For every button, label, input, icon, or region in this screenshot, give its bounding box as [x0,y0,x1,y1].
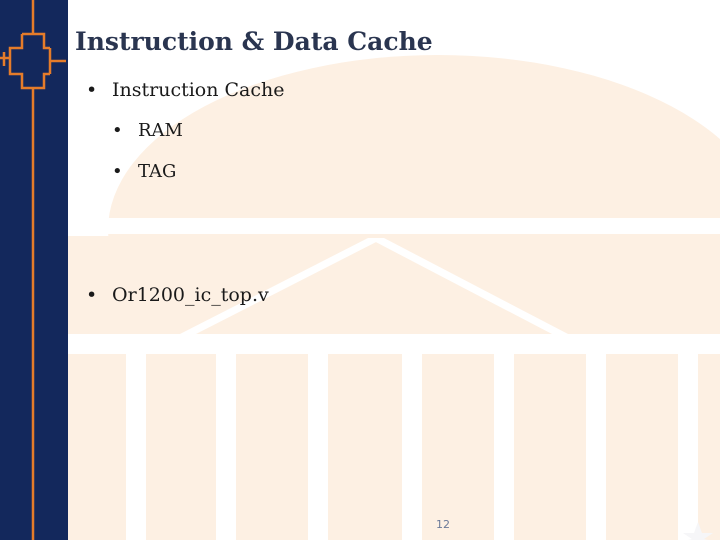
bullet-text: Instruction Cache [112,79,285,101]
bullet-marker: • [112,120,123,141]
bullet-marker: • [86,79,98,101]
page-number: 12 [436,518,450,531]
bullet-text: TAG [138,161,177,182]
rotunda-background-illustration [68,55,720,540]
bullet-text: Or1200_ic_top.v [112,284,269,306]
bullet-or1200-file: • Or1200_ic_top.v [86,284,269,306]
bullet-tag: • TAG [112,161,176,182]
bullet-ram: • RAM [112,120,183,141]
bullet-marker: • [112,161,123,182]
bullet-text: RAM [138,120,183,141]
bullet-marker: • [86,284,98,306]
slide-title: Instruction & Data Cache [75,27,433,56]
circuit-pattern-icon [0,0,66,540]
bullet-instruction-cache: • Instruction Cache [86,79,285,101]
